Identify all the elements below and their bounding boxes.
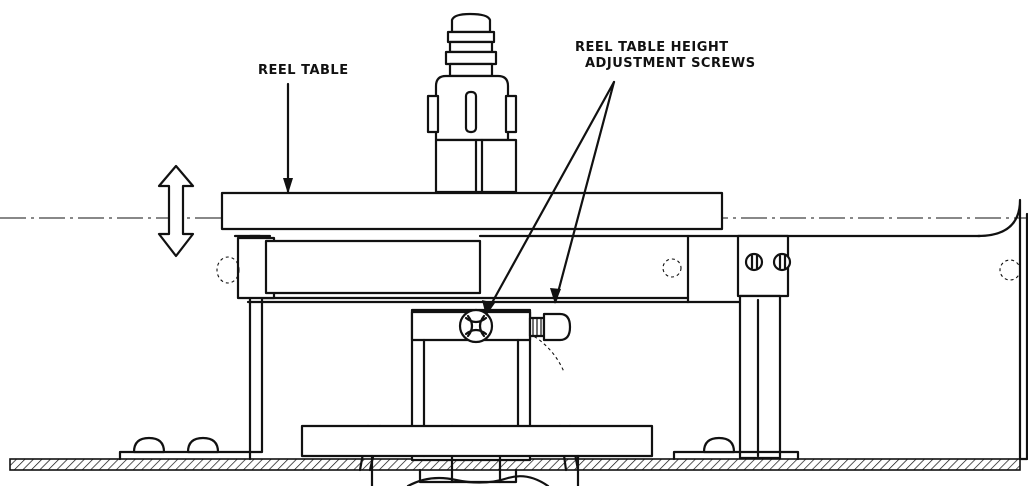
screw-leader-1 <box>486 80 616 312</box>
left-feet <box>118 436 252 461</box>
right-bracket <box>976 198 1028 461</box>
screws-label-line2: ADJUSTMENT SCREWS <box>585 56 756 71</box>
right-mount-block <box>672 234 800 461</box>
side-screw-head-icon <box>542 312 572 342</box>
reel-table-plate <box>220 191 724 231</box>
sub-chassis <box>216 234 1021 454</box>
lower-mount <box>300 424 654 488</box>
reel-table-label: REEL TABLE <box>258 63 349 78</box>
adjustment-screw-head-icon <box>458 308 494 344</box>
up-down-arrow-icon <box>157 164 195 258</box>
leader-lines <box>283 80 616 316</box>
screws-label-line1: REEL TABLE HEIGHT <box>575 40 729 55</box>
screw-leader-2 <box>554 80 616 302</box>
spindle <box>426 12 518 194</box>
